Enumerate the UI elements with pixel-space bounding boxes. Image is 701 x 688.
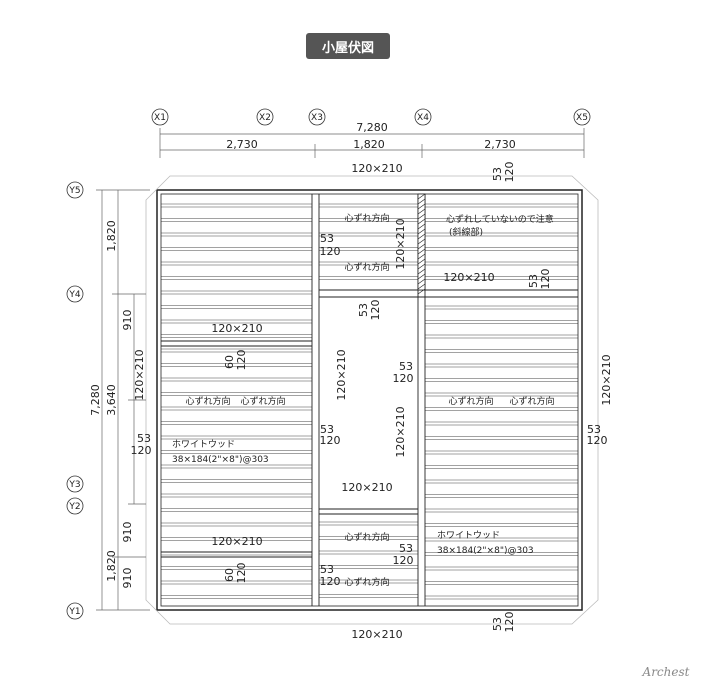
outer-frame	[145, 175, 599, 625]
grid-x1: X1	[154, 113, 166, 123]
post-w-9: 53	[491, 617, 504, 631]
beam-label-x3-upper: 120×210	[394, 218, 407, 269]
beam-label-x3-lower: 120×210	[335, 349, 348, 400]
grid-x2: X2	[259, 113, 271, 123]
grid-bubbles	[66, 108, 591, 620]
post-d-7: 120	[587, 434, 608, 447]
dim-left-lower: 1,820	[105, 550, 118, 582]
grid-y5: Y5	[68, 186, 80, 196]
grid-x4: X4	[417, 113, 429, 123]
beam-label-left-lower: 120×210	[211, 535, 262, 548]
interior-beams	[161, 194, 578, 606]
joist-name-right: ホワイトウッド	[437, 530, 500, 541]
post-w-6: 53	[137, 432, 151, 445]
post-d-3: 120	[320, 575, 341, 588]
grid-x3: X3	[311, 113, 323, 123]
archest-logo: Archest	[642, 665, 690, 679]
beam-label-top: 120×210	[351, 162, 402, 175]
shift-6: 心ずれ方向	[509, 395, 554, 407]
dim-left-total: 7,280	[89, 384, 102, 416]
post-w-4: 53	[399, 360, 413, 373]
shift-labels: 心ずれ方向 心ずれ方向 心ずれ方向 心ずれ方向 心ずれ方向 心ずれ方向 心ずれ方…	[185, 212, 554, 588]
page-title: 小屋伏図	[306, 33, 390, 59]
joist-name-left: ホワイトウッド	[172, 439, 235, 450]
grid-labels: X1 X2 X3 X4 X5 Y5 Y4 Y3 Y2 Y1	[68, 113, 588, 617]
post-w-10: 53	[357, 303, 370, 317]
shift-4: 心ずれ方向	[240, 395, 285, 407]
dimension-lines	[96, 128, 585, 611]
post-d-9: 120	[503, 612, 516, 633]
joist-lines	[161, 203, 578, 600]
dim-top-seg-2: 1,820	[353, 138, 385, 151]
grid-x5: X5	[576, 113, 588, 123]
small-a-2: 60	[223, 568, 236, 582]
post-d-5: 120	[393, 554, 414, 567]
shift-3: 心ずれ方向	[185, 395, 230, 407]
beam-label-left-upper: 120×210	[211, 322, 262, 335]
post-d-10: 120	[369, 300, 382, 321]
hatched-area	[417, 193, 426, 295]
grid-y2: Y2	[68, 502, 80, 512]
shift-1: 心ずれ方向	[344, 212, 389, 224]
post-d-1: 120	[320, 245, 341, 258]
post-d-4: 120	[393, 372, 414, 385]
post-d-8: 120	[503, 162, 516, 183]
beam-label-right-upper: 120×210	[443, 271, 494, 284]
shift-2: 心ずれ方向	[344, 261, 389, 273]
beam-label-bottom: 120×210	[351, 628, 402, 641]
post-w-2: 53	[320, 423, 334, 436]
shift-5: 心ずれ方向	[448, 395, 493, 407]
beam-label-right-wall: 120×210	[600, 354, 613, 405]
small-b-1: 120	[235, 350, 248, 371]
dim-top-total: 7,280	[356, 121, 388, 134]
post-d-6: 120	[131, 444, 152, 457]
shift-8: 心ずれ方向	[344, 576, 389, 588]
post-w-3: 53	[320, 563, 334, 576]
beam-label-x4: 120×210	[394, 406, 407, 457]
shift-7: 心ずれ方向	[344, 531, 389, 543]
joist-spec-right: 38×184(2"×8")@303	[437, 546, 534, 556]
dim-left-seg-1: 1,820	[105, 220, 118, 252]
post-w-1: 53	[320, 232, 334, 245]
small-b-2: 120	[235, 563, 248, 584]
dim-left-seg-4: 910	[121, 568, 134, 589]
beam-label-left-wall: 120×210	[133, 349, 146, 400]
grid-y1: Y1	[68, 607, 80, 617]
note-line-1: 心ずれしていないので注意	[446, 213, 554, 225]
dim-left-seg-3: 910	[121, 522, 134, 543]
grid-y4: Y4	[68, 290, 80, 300]
dim-left-sub: 3,640	[105, 384, 118, 416]
joist-spec-left: 38×184(2"×8")@303	[172, 455, 269, 465]
grid-y3: Y3	[68, 480, 80, 490]
post-w-8: 53	[491, 167, 504, 181]
post-offset-labels: 53 120 53 120 53 120 53 120 53 120 53 12…	[131, 162, 608, 633]
post-w-7: 53	[587, 423, 601, 436]
post-w-11: 53	[527, 274, 540, 288]
post-w-5: 53	[399, 542, 413, 555]
dim-top-seg-3: 2,730	[484, 138, 516, 151]
small-a-1: 60	[223, 355, 236, 369]
dim-left-seg-2: 910	[121, 310, 134, 331]
post-d-11: 120	[539, 269, 552, 290]
beam-label-center: 120×210	[341, 481, 392, 494]
dim-top-seg-1: 2,730	[226, 138, 258, 151]
note-line-2: (斜線部)	[449, 226, 483, 238]
post-d-2: 120	[320, 434, 341, 447]
